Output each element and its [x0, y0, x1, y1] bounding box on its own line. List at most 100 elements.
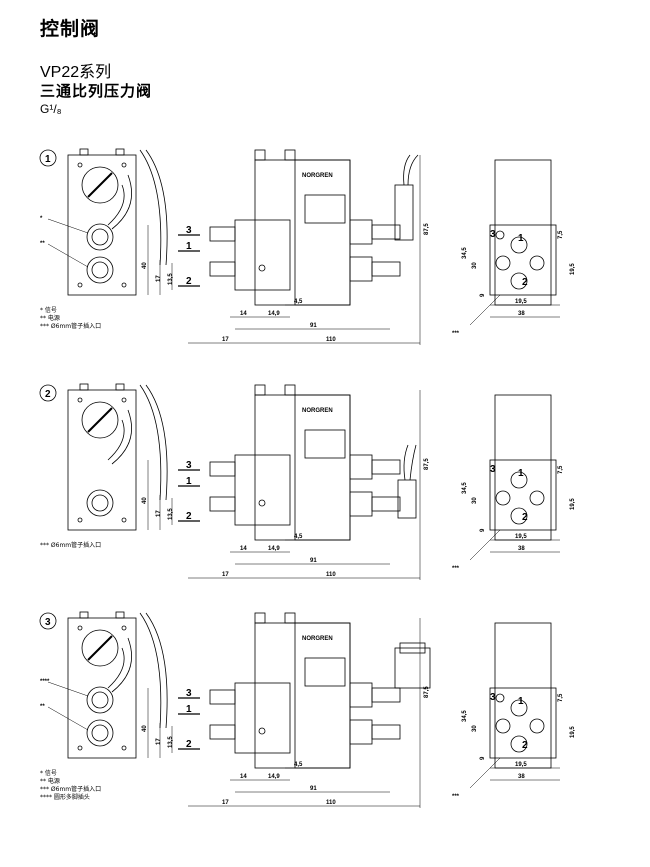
marker-label: *** [452, 794, 460, 800]
port-number-1: 1 [186, 704, 192, 715]
dimension-label: 9 [480, 293, 486, 297]
label-plate [304, 657, 346, 687]
dial-icon [81, 401, 119, 439]
dimension-label: 17 [222, 800, 229, 806]
marker-label: ** [40, 241, 45, 247]
dimension-label: 30 [472, 497, 478, 504]
port-number-2: 2 [522, 277, 528, 288]
dimension-label: 19,5 [570, 498, 576, 510]
dimension-label: 9 [480, 528, 486, 532]
brand-label: NORGREN [302, 408, 333, 414]
brand-label: NORGREN [302, 173, 333, 179]
dimension-label: 91 [310, 786, 317, 792]
legend-notes: * 信号** 电源*** Ø6mm管子插入口 [40, 307, 101, 331]
dimension-label: 87,5 [424, 686, 430, 698]
legend-notes: *** Ø6mm管子插入口 [40, 542, 101, 550]
marker-label: ** [40, 704, 45, 710]
front-view-body [67, 389, 137, 531]
dimension-label: 30 [472, 262, 478, 269]
side-view-body [254, 159, 351, 306]
series-title: VP22系列 [40, 64, 112, 81]
port-number-2: 2 [186, 739, 192, 750]
dimension-label: 87,5 [424, 223, 430, 235]
dimension-label: 9 [480, 756, 486, 760]
port-number-2: 2 [186, 276, 192, 287]
port-number-1: 1 [518, 468, 524, 479]
dial-icon [81, 166, 119, 204]
dimension-label: 19,5 [515, 534, 527, 540]
port-number-2: 2 [522, 512, 528, 523]
dimension-label: 4,5 [294, 534, 303, 540]
dimension-label: 91 [310, 558, 317, 564]
dimension-label: 40 [142, 725, 148, 732]
dimension-label: 17 [156, 738, 162, 745]
port-size: G¹/₈ [40, 102, 62, 116]
port-number-1: 1 [186, 241, 192, 252]
dial-icon [81, 629, 119, 667]
dimension-label: 4,5 [294, 299, 303, 305]
dimension-label: 4,5 [294, 762, 303, 768]
cable-line [107, 174, 132, 230]
dimension-label: 19,5 [570, 263, 576, 275]
dimension-label: 13,5 [168, 273, 174, 285]
panel-number-circle [39, 612, 57, 630]
dimension-label: 34,5 [462, 710, 468, 722]
port-number-3: 3 [186, 688, 192, 699]
front-view-body [67, 617, 137, 759]
label-plate [304, 194, 346, 224]
port-number-3: 3 [490, 692, 496, 703]
connector-icon [86, 223, 114, 251]
panel-number-circle [39, 384, 57, 402]
marker-label: *** [452, 566, 460, 572]
port-number-1: 1 [518, 233, 524, 244]
dimension-label: 40 [142, 262, 148, 269]
product-title: 三通比列压力阀 [40, 83, 153, 100]
panel-number: 3 [45, 617, 51, 628]
cable-line [107, 637, 132, 693]
dimension-label: 34,5 [462, 247, 468, 259]
dimension-label: 91 [310, 323, 317, 329]
legend-note: * 信号 [40, 307, 57, 314]
connector-icon [86, 686, 114, 714]
legend-note: ** 电源 [40, 315, 60, 322]
port-number-3: 3 [186, 460, 192, 471]
dimension-label: 30 [472, 725, 478, 732]
dimension-label: 17 [222, 337, 229, 343]
side-view-body [254, 394, 351, 541]
marker-label: **** [40, 679, 50, 685]
cable-line [107, 409, 132, 465]
dimension-label: 38 [518, 311, 525, 317]
dimension-label: 38 [518, 774, 525, 780]
dimension-label: 14,9 [268, 311, 280, 317]
label-plate [304, 429, 346, 459]
marker-label: * [40, 216, 43, 222]
legend-note: * 信号 [40, 770, 57, 777]
connector-icon [86, 719, 114, 747]
port-number-2: 2 [186, 511, 192, 522]
dimension-label: 17 [222, 572, 229, 578]
category-title: 控制阀 [40, 19, 101, 40]
brand-label: NORGREN [302, 636, 333, 642]
dimension-label: 87,5 [424, 458, 430, 470]
connector-icon [86, 256, 114, 284]
legend-notes: * 信号** 电源*** Ø6mm管子插入口**** 圆形多脚插头 [40, 770, 101, 802]
dimension-label: 14 [240, 546, 247, 552]
port-number-3: 3 [490, 464, 496, 475]
dimension-label: 110 [326, 337, 336, 343]
side-view-body [254, 622, 351, 769]
dimension-label: 17 [156, 275, 162, 282]
dimension-label: 19,5 [570, 726, 576, 738]
dimension-label: 19,5 [515, 299, 527, 305]
dimension-label: 7,5 [558, 693, 564, 702]
panel-number: 2 [45, 389, 51, 400]
dimension-label: 13,5 [168, 736, 174, 748]
marker-label: *** [452, 331, 460, 337]
dimension-label: 17 [156, 510, 162, 517]
port-number-1: 1 [518, 696, 524, 707]
port-number-3: 3 [186, 225, 192, 236]
legend-note: ** 电源 [40, 778, 60, 785]
legend-note: *** Ø6mm管子插入口 [40, 542, 102, 549]
